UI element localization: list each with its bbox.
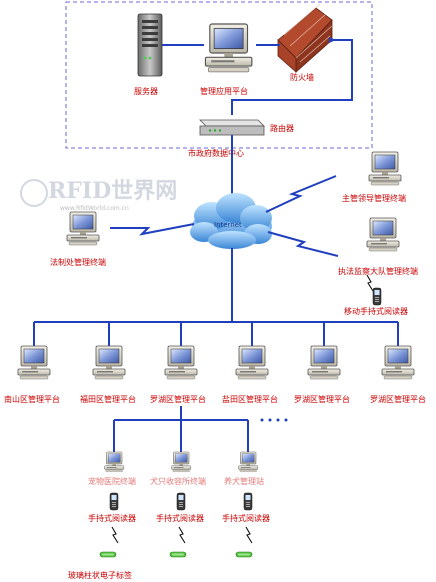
- watermark-brand: RFID世界网: [48, 178, 177, 204]
- datacenter-frame: [65, 1, 373, 149]
- wireless-link-icon: [111, 526, 119, 544]
- wireless-link-enforcement: [267, 231, 339, 257]
- district-row: 南山区管理平台 福田区管理平台 罗湖区管理平台 盐田区管理平台 罗湖区管理平台 …: [4, 322, 426, 404]
- rfid-tag-icon: [169, 551, 187, 558]
- server-label: 服务器: [134, 86, 158, 96]
- internet-cloud-icon: [190, 193, 272, 249]
- platform-label: 管理应用平台: [200, 86, 248, 96]
- enforcement-computer-icon: [366, 217, 400, 252]
- wireless-link-legal: [110, 223, 195, 236]
- mobile-reader-label: 移动手持式阅读器: [344, 306, 408, 316]
- district-computer-icon: [164, 345, 198, 380]
- legal-terminal-label: 法制处管理终端: [50, 257, 106, 267]
- sub-reader-label: 手持式阅读器: [88, 513, 136, 523]
- sub-terminal-label: 宠物医院终端: [88, 476, 136, 486]
- sub-terminal-computer-icon: [104, 451, 125, 473]
- sub-terminal-label: 犬只收容所终端: [150, 476, 206, 486]
- district-computer-icon: [17, 345, 51, 380]
- handheld-reader-icon: [109, 492, 119, 511]
- wireless-link-icon: [245, 526, 253, 544]
- leader-terminal-label: 主管领导管理终端: [342, 193, 406, 203]
- platform-computer-icon: [204, 23, 253, 73]
- sub-reader-label: 手持式阅读器: [222, 513, 270, 523]
- tag-label: 玻璃柱状电子标签: [68, 570, 132, 580]
- link-firewall-router: [231, 39, 353, 115]
- watermark: RFID世界网 www.RfidWorld.com.cn: [20, 178, 177, 212]
- datacenter-label: 市政府数据中心: [188, 148, 244, 158]
- district-computer-icon: [92, 345, 126, 380]
- bolt-icon: [366, 274, 374, 292]
- wireless-link-icon: [178, 526, 186, 544]
- sub-terminal-computer-icon: [171, 451, 192, 473]
- cloud-label: Internet: [214, 221, 242, 229]
- district-label: 罗湖区管理平台: [370, 394, 426, 404]
- sub-terminal-computer-icon: [238, 451, 259, 473]
- sub-terminal-label: 养犬管理站: [224, 476, 264, 486]
- router-label: 路由器: [270, 123, 294, 133]
- district-label: 罗湖区管理平台: [150, 394, 206, 404]
- district-label: 盐田区管理平台: [222, 394, 278, 404]
- firewall-label: 防火墙: [290, 72, 314, 82]
- firewall-icon: [277, 3, 333, 73]
- server-icon: [137, 13, 163, 77]
- watermark-url: www.RfidWorld.com.cn: [60, 205, 129, 212]
- handheld-reader-icon: [243, 492, 253, 511]
- more-indicator: [260, 418, 288, 422]
- router-icon: [199, 119, 265, 136]
- mobile-handheld-reader-icon: [372, 287, 382, 306]
- legal-computer-icon: [66, 211, 100, 246]
- district-label: 南山区管理平台: [4, 394, 60, 404]
- district-label: 福田区管理平台: [80, 394, 136, 404]
- district-computer-icon: [307, 345, 341, 380]
- district-computer-icon: [235, 345, 269, 380]
- leader-computer-icon: [368, 151, 402, 186]
- sub-reader-label: 手持式阅读器: [156, 513, 204, 523]
- rfid-tag-icon: [235, 551, 253, 558]
- wireless-link-leader: [265, 175, 337, 213]
- handheld-reader-icon: [176, 492, 186, 511]
- rfid-tag-icon: [99, 551, 117, 558]
- enforcement-terminal-label: 执法监察大队管理终端: [338, 266, 418, 276]
- district-computer-icon: [381, 345, 415, 380]
- district-label: 罗湖区管理平台: [294, 394, 350, 404]
